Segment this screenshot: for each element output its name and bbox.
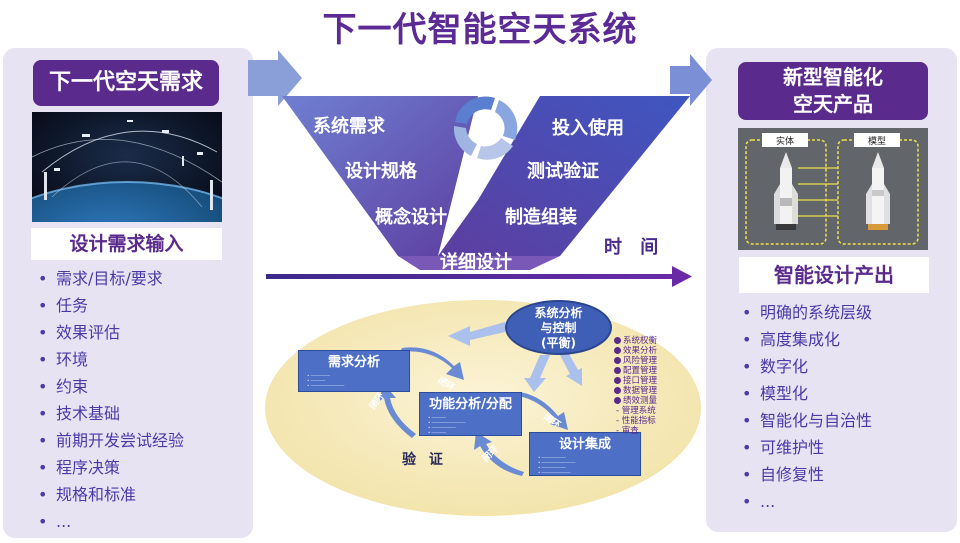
right-header-line1: 新型智能化 <box>783 65 883 89</box>
list-item: •明确的系统层级 <box>742 303 873 322</box>
outputs-list: •明确的系统层级 •高度集成化 •数字化 •模型化 •智能化与自治性 •可维护性… <box>742 299 872 515</box>
vee-step-manufacture: 制造组装 <box>505 207 577 228</box>
list-item: 数据管理 <box>614 386 657 396</box>
page-title: 下一代智能空天系统 <box>322 10 638 50</box>
vee-step-system-req: 系统需求 <box>313 116 385 137</box>
list-item: •... <box>38 512 72 531</box>
vee-step-operation: 投入使用 <box>552 118 624 139</box>
earth-orbit-image <box>32 112 222 222</box>
system-arrow <box>448 322 505 346</box>
requirements-list: •需求/目标/要求 •任务 •效果评估 •环境 •约束 •技术基础 •前期开发尝… <box>38 265 184 535</box>
vee-step-test: 测试验证 <box>527 161 599 182</box>
system-arrow <box>560 352 582 386</box>
cycle-icon <box>453 96 518 160</box>
vee-step-detail: 详细设计 <box>440 252 512 273</box>
list-item: •前期开发尝试经验 <box>38 431 185 450</box>
list-item: - 性能指标 <box>616 416 656 426</box>
right-header-line2: 空天产品 <box>793 92 873 116</box>
list-item: 效果分析 <box>614 346 657 356</box>
loop-arrow <box>378 384 416 438</box>
tag-model: 模型 <box>868 136 886 147</box>
list-item: 配置管理 <box>614 366 657 376</box>
list-item: •高度集成化 <box>742 330 841 349</box>
list-item: •效果评估 <box>38 323 121 342</box>
output-arrow <box>670 54 712 106</box>
system-analysis-oval: 系统分析 与控制 (平衡) <box>505 300 612 355</box>
list-item: •程序决策 <box>38 458 121 477</box>
list-item: •可维护性 <box>742 438 825 457</box>
vee-step-design-spec: 设计规格 <box>345 161 417 182</box>
requirements-analysis-box: 需求分析 • ────────• ──────• ────────────── <box>298 350 410 392</box>
list-item: 接口管理 <box>614 376 657 386</box>
list-item: •模型化 <box>742 384 809 403</box>
list-item: •需求/目标/要求 <box>38 269 163 288</box>
right-subheader: 智能设计产出 <box>739 257 929 293</box>
time-axis <box>266 274 676 279</box>
list-item: •... <box>742 492 776 511</box>
list-item: •规格和标准 <box>38 485 137 504</box>
list-item: - 审查 <box>616 426 639 436</box>
system-arrow <box>524 355 550 392</box>
vee-left-arm <box>282 96 478 256</box>
list-item: •任务 <box>38 296 89 315</box>
time-label: 时 间 <box>604 237 665 258</box>
list-item: •技术基础 <box>38 404 121 423</box>
list-item: •数字化 <box>742 357 809 376</box>
vee-step-concept: 概念设计 <box>375 207 447 228</box>
list-item: •自修复性 <box>742 465 825 484</box>
left-subheader: 设计需求输入 <box>31 228 222 260</box>
list-item: •约束 <box>38 377 89 396</box>
left-header: 下一代空天需求 <box>33 60 219 106</box>
list-item: 系统权衡 <box>614 336 657 346</box>
functional-analysis-box: 功能分析/分配 • ──────• ──────────────• ──────… <box>419 392 522 436</box>
management-list: 系统权衡 效果分析 风险管理 配置管理 接口管理 数据管理 绩效测量 - 管理系… <box>614 336 657 436</box>
list-item: 绩效测量 <box>614 396 657 406</box>
tag-physical: 实体 <box>776 135 794 147</box>
input-arrow <box>248 50 302 106</box>
list-item: •环境 <box>38 350 89 369</box>
rocket-image: 实体 模型 <box>738 128 928 250</box>
vee-right-arm <box>438 96 690 256</box>
loop-arrow <box>474 432 524 476</box>
time-arrowhead <box>672 266 692 287</box>
design-integration-box: 设计集成 • ──────────• ──────────────• ─────… <box>529 432 641 476</box>
loop-arrow <box>518 392 568 430</box>
verify-label: 验 证 <box>402 452 447 468</box>
right-header: 新型智能化 空天产品 <box>738 62 928 120</box>
list-item: •智能化与自治性 <box>742 411 873 430</box>
list-item: 风险管理 <box>614 356 657 366</box>
list-item: - 管理系统 <box>616 406 656 416</box>
